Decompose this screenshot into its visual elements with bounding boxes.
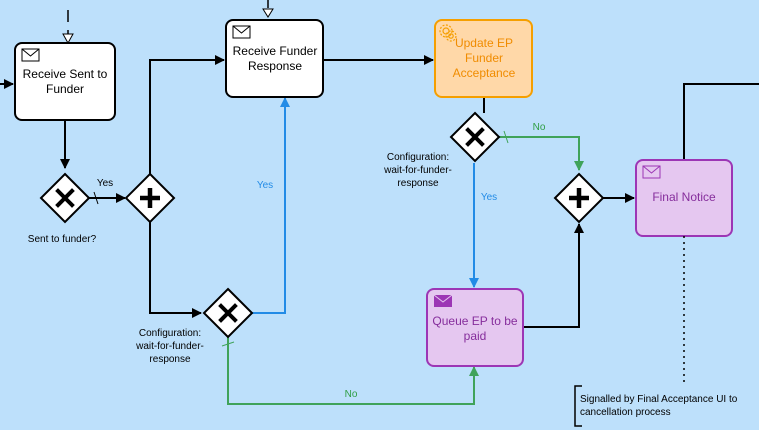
svg-text:Configuration:: Configuration: [139, 328, 201, 339]
sequence-flows [0, 55, 759, 328]
plus-icon [140, 188, 160, 208]
no-flows [221, 130, 584, 405]
task-label: paid [464, 329, 487, 343]
task-receive-sent-to-funder[interactable]: Receive Sent to Funder [14, 42, 116, 121]
svg-text:Configuration:: Configuration: [387, 152, 449, 163]
svg-text:wait-for-funder-: wait-for-funder- [135, 341, 204, 352]
flow-label-no: No [533, 122, 546, 133]
task-update-ep-funder-acceptance[interactable]: Update EP Funder Acceptance [434, 19, 533, 98]
gateway-label-sent-to-funder: Sent to funder? [28, 234, 97, 245]
flow-config-gateway-no-to-queue [227, 337, 479, 405]
yes-flows [251, 97, 479, 314]
parallel-gateway-join[interactable] [553, 172, 605, 224]
gateway-label-config-right: Configuration: wait-for-funder- response [383, 152, 452, 189]
svg-text:wait-for-funder-: wait-for-funder- [383, 165, 452, 176]
task-label: Final Notice [652, 190, 716, 204]
x-icon [218, 303, 238, 323]
x-icon [465, 127, 485, 147]
default-flow-markers [93, 191, 99, 205]
exclusive-gateway-config-right[interactable] [449, 111, 501, 163]
flow-parallel-to-receive-funder [149, 55, 225, 175]
message-filled-icon [433, 294, 453, 307]
task-receive-funder-response[interactable]: Receive Funder Response [225, 19, 324, 98]
svg-text:response: response [397, 178, 439, 189]
task-label: Funder [465, 51, 503, 65]
flow-label-yes: Yes [97, 178, 113, 189]
task-label: Receive Funder [233, 44, 318, 58]
text-annotation: Signalled by Final Acceptance UI to canc… [574, 236, 738, 427]
gear-icon [439, 24, 457, 42]
svg-text:response: response [149, 354, 191, 365]
flow-label-yes: Yes [257, 180, 273, 191]
task-label: Receive Sent to [23, 67, 108, 81]
incoming-message-markers [62, 0, 274, 45]
flow-label-yes: Yes [481, 192, 497, 203]
flow-queue-ep-to-parallel [523, 223, 584, 328]
plus-icon [569, 188, 589, 208]
exclusive-gateway-sent-to-funder[interactable] [39, 172, 91, 224]
task-queue-ep-to-be-paid[interactable]: Queue EP to be paid [426, 288, 524, 367]
gateway-label-config-left: Configuration: wait-for-funder- response [135, 328, 204, 365]
message-icon [642, 165, 661, 179]
message-icon [21, 48, 40, 62]
flow-label-no: No [345, 389, 358, 400]
flow-config-gateway-yes-to-receive-funder [251, 97, 290, 314]
flow-update-gateway-no-to-parallel [499, 136, 584, 171]
task-label: Update EP [455, 36, 513, 50]
annotation-text: cancellation process [580, 407, 671, 418]
x-icon [55, 188, 75, 208]
task-label: Queue EP to be [432, 314, 518, 328]
message-icon [232, 25, 251, 39]
exclusive-gateway-config-left[interactable] [202, 287, 254, 339]
task-final-notice[interactable]: Final Notice [635, 159, 733, 237]
flow-parallel-to-config-gateway [149, 221, 202, 318]
annotation-text: Signalled by Final Acceptance UI to [580, 394, 738, 405]
task-label: Funder [46, 82, 84, 96]
task-label: Acceptance [453, 66, 516, 80]
parallel-gateway-split[interactable] [124, 172, 176, 224]
flow-final-notice-out [683, 83, 759, 160]
task-label: Response [248, 59, 302, 73]
